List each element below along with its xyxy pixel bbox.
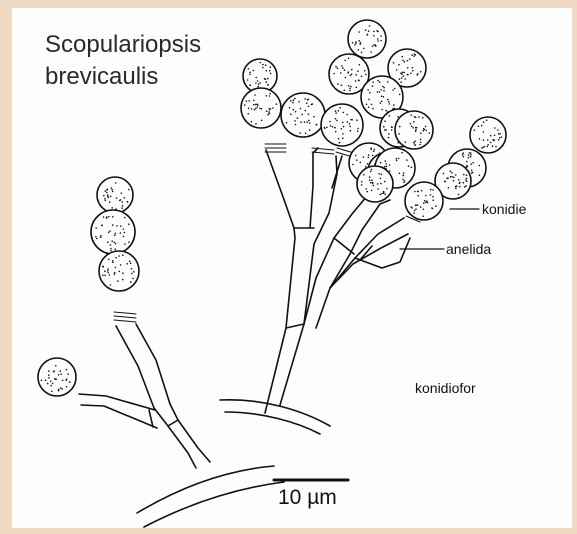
conidium	[470, 117, 506, 153]
hypha-right-lower	[225, 412, 320, 434]
conidium	[241, 88, 281, 128]
species-name-line2: brevicaulis	[45, 64, 158, 90]
hypha-left	[137, 466, 274, 513]
konidiofor-label: konidiofor	[415, 380, 476, 396]
anelida-label: anelida	[446, 241, 491, 257]
conidium	[38, 358, 76, 396]
conidium	[348, 20, 386, 58]
species-name-line1: Scopulariopsis	[45, 32, 201, 58]
hypha-left-lower	[144, 482, 284, 527]
konidie-label: konidie	[482, 201, 526, 217]
conidium	[405, 182, 443, 220]
scale-bar-label: 10 µm	[278, 486, 337, 510]
conidium	[395, 111, 433, 149]
conidium	[321, 104, 363, 146]
conidium	[91, 210, 135, 254]
conidium	[99, 251, 139, 291]
conidium	[357, 166, 393, 202]
conidium	[97, 177, 133, 213]
conidium	[281, 93, 325, 137]
left-conidiophore	[79, 324, 210, 468]
figure-panel: Scopulariopsis brevicaulis konidie aneli…	[12, 8, 572, 528]
